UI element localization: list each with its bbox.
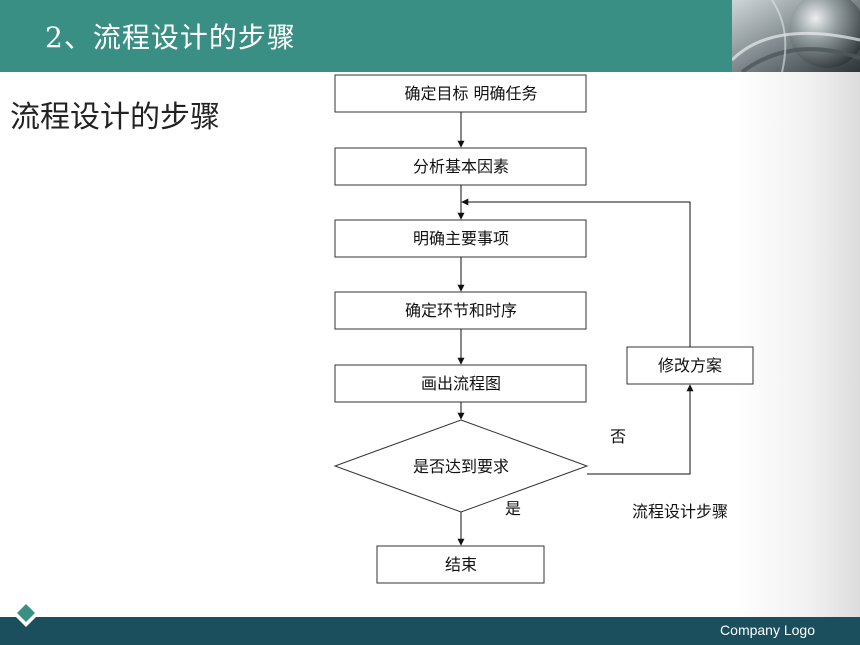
step-box-5: 画出流程图 <box>334 364 587 403</box>
side-gradient-panel <box>735 72 860 617</box>
company-logo-text: Company Logo <box>720 622 815 638</box>
end-box: 结束 <box>376 545 545 584</box>
end-label: 结束 <box>445 555 477 574</box>
decision-label: 是否达到要求 <box>413 457 509 476</box>
step-box-3: 明确主要事项 <box>334 219 587 258</box>
step-box-2: 分析基本因素 <box>334 147 587 186</box>
step-label-2: 分析基本因素 <box>413 157 509 176</box>
decision-diamond: 是否达到要求 <box>333 419 589 513</box>
step-label-3: 明确主要事项 <box>413 229 509 248</box>
no-label: 否 <box>610 427 626 446</box>
page-title: 2、流程设计的步骤 <box>45 21 296 54</box>
footer-bar: Company Logo <box>0 617 860 645</box>
step-box-1: 确定目标 明确任务 <box>334 74 587 113</box>
step-box-4: 确定环节和时序 <box>334 291 587 330</box>
arrow-revise-loop <box>461 198 691 347</box>
section-heading: 流程设计的步骤 <box>10 100 220 135</box>
diamond-icon <box>12 599 40 627</box>
revise-label: 修改方案 <box>658 356 722 375</box>
step-label-1: 确定目标 明确任务 <box>404 84 537 103</box>
header-bar: 2、流程设计的步骤 <box>0 0 860 72</box>
flowchart-caption: 流程设计步骤 <box>632 502 728 521</box>
header-decoration-image <box>732 0 860 72</box>
step-label-5: 画出流程图 <box>421 374 501 393</box>
arrow-decision-revise <box>587 384 694 475</box>
revise-box: 修改方案 <box>626 346 754 385</box>
step-label-4: 确定环节和时序 <box>405 301 517 320</box>
yes-label: 是 <box>505 499 521 518</box>
